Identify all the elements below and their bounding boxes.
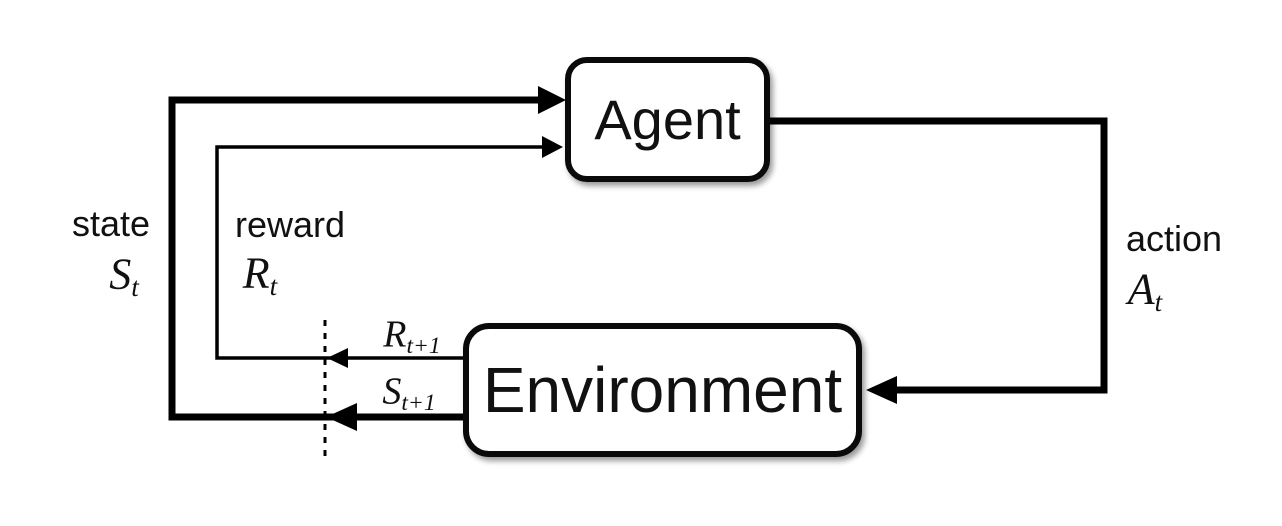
state-symbol-label: St — [109, 249, 139, 303]
state-arrowhead-at-boundary — [326, 403, 357, 431]
environment-node-label: Environment — [482, 354, 843, 426]
next-state-symbol-subscript: t+1 — [401, 390, 436, 417]
reward-arrowhead-into-agent — [542, 136, 563, 158]
reward-word-label: reward — [234, 204, 346, 245]
reward-symbol: R — [242, 248, 270, 298]
state-word-label: state — [71, 203, 151, 244]
state-symbol-subscript: t — [131, 272, 139, 303]
state-arrow-line — [168, 96, 540, 421]
next-state-symbol-label: St+1 — [382, 372, 435, 415]
state-arrowhead-into-agent — [538, 86, 566, 114]
agent-node: Agent — [565, 57, 770, 182]
next-state-symbol: S — [382, 370, 402, 413]
action-symbol-subscript: t — [1154, 287, 1163, 318]
next-reward-symbol-subscript: t+1 — [406, 333, 441, 360]
reward-symbol-subscript: t — [269, 271, 278, 302]
action-arrowhead-into-environment — [866, 376, 897, 404]
environment-node: Environment — [463, 323, 862, 457]
action-word-label: action — [1125, 218, 1223, 259]
action-symbol-label: At — [1127, 264, 1163, 318]
reward-symbol-label: Rt — [242, 248, 278, 302]
state-symbol: S — [109, 249, 132, 299]
next-reward-symbol: R — [383, 313, 407, 356]
next-reward-symbol-label: Rt+1 — [383, 315, 440, 358]
agent-node-label: Agent — [594, 87, 741, 151]
reward-arrowhead-at-boundary — [327, 348, 348, 368]
action-symbol: A — [1127, 264, 1155, 314]
action-arrow-line — [770, 117, 1108, 394]
